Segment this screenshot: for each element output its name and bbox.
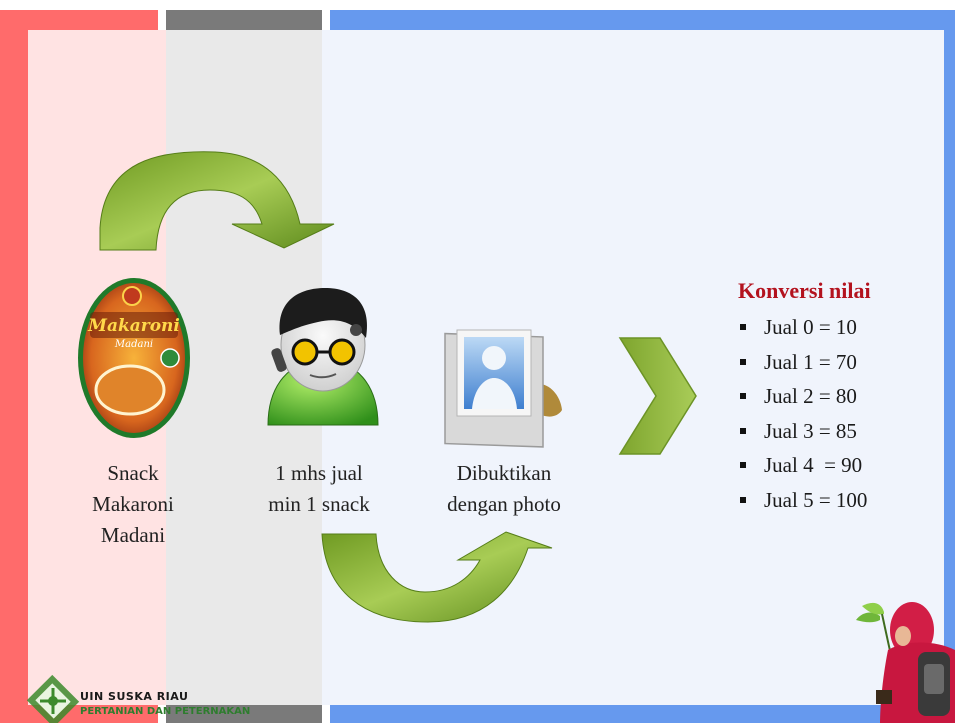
list-item: Jual 2 = 80 <box>740 379 867 414</box>
chevron-right-icon <box>618 337 697 455</box>
list-item: Jual 3 = 85 <box>740 414 867 449</box>
list-item: Jual 1 = 70 <box>740 345 867 380</box>
bullet-icon <box>740 324 746 331</box>
conversion-title: Konversi nilai <box>738 278 871 303</box>
conversion-list: Jual 0 = 10 Jual 1 = 70 Jual 2 = 80 Jual… <box>740 310 867 517</box>
footer-institution: UIN SUSKA RIAU <box>80 690 189 703</box>
bullet-icon <box>740 496 746 503</box>
list-item: Jual 5 = 100 <box>740 483 867 518</box>
bullet-icon <box>740 358 746 365</box>
photo-frame-icon <box>444 329 562 448</box>
list-item: Jual 0 = 10 <box>740 310 867 345</box>
bullet-icon <box>740 427 746 434</box>
snack-package-icon: Makaroni Madani <box>78 278 190 438</box>
bullet-icon <box>740 393 746 400</box>
list-item: Jual 4 = 90 <box>740 448 867 483</box>
curved-arrow-top-icon <box>99 151 335 251</box>
person-illustration-icon <box>856 602 955 723</box>
step-caption-snack: Snack Makaroni Madani <box>92 461 174 547</box>
footer-faculty: PERTANIAN DAN PETERNAKAN <box>80 706 251 717</box>
student-avatar-icon <box>267 288 379 426</box>
curved-arrow-bottom-icon <box>321 531 553 623</box>
step-caption-student: 1 mhs jual min 1 snack <box>268 461 370 516</box>
snack-brand-text: Makaroni <box>87 316 180 336</box>
bullet-icon <box>740 462 746 469</box>
snack-sub-text: Madani <box>114 339 153 350</box>
step-caption-photo: Dibuktikan dengan photo <box>447 461 561 516</box>
uin-suska-logo-icon <box>26 674 80 723</box>
